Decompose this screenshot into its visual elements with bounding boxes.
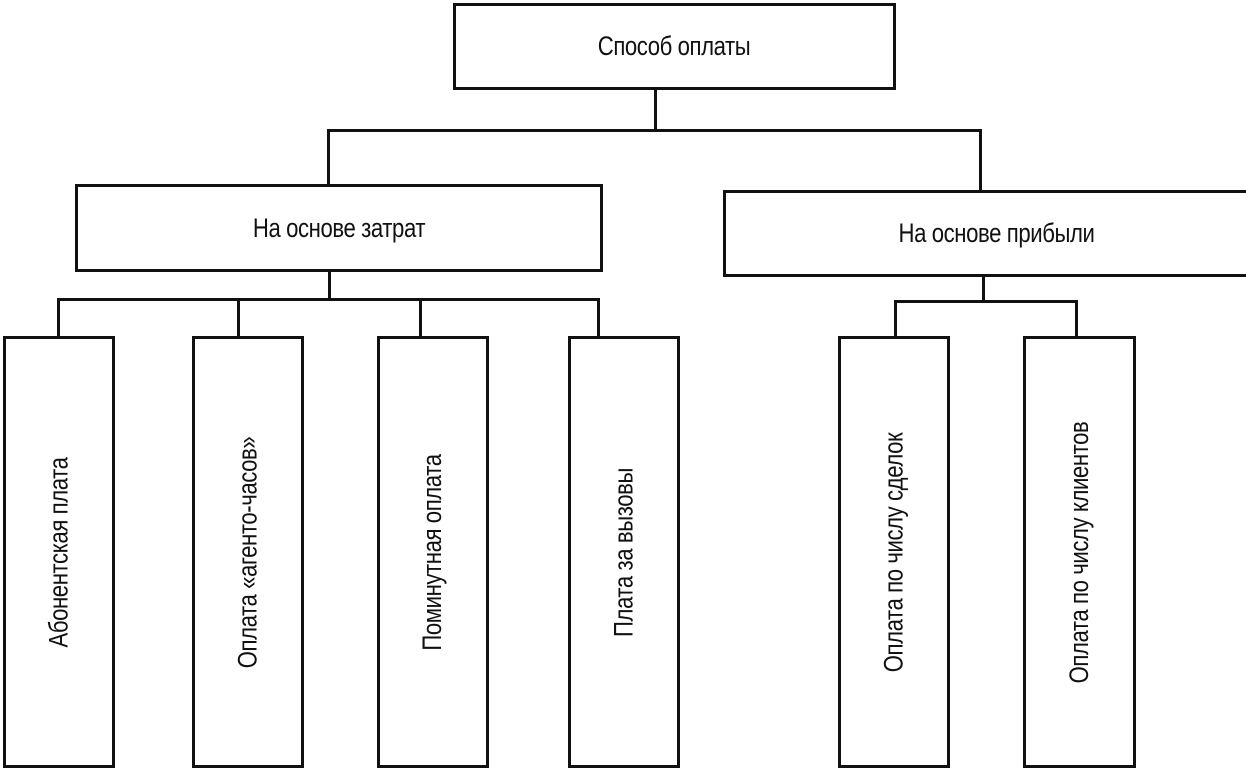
leaf-node-agent-hours: Оплата «агенто-часов» — [192, 336, 304, 768]
connector-to-per-client — [1075, 300, 1078, 338]
leaf-node-per-client: Оплата по числу клиентов — [1023, 336, 1136, 768]
leaf-node-per-deal: Оплата по числу сделок — [838, 336, 950, 768]
leaf-node-subscription-fee-label: Абонентская плата — [43, 456, 74, 648]
branch-node-profit-based: На основе прибыли — [723, 190, 1246, 277]
leaf-node-per-call: Плата за вызовы — [568, 336, 680, 768]
connector-root-bar — [327, 129, 982, 132]
root-node-label: Способ оплаты — [598, 31, 751, 61]
leaf-node-per-call-label: Плата за вызовы — [608, 467, 639, 637]
leaf-node-per-minute-label: Поминутная оплата — [417, 453, 448, 651]
root-node: Способ оплаты — [453, 3, 896, 90]
branch-node-profit-based-label: На основе прибыли — [898, 218, 1095, 248]
leaf-node-per-client-label: Оплата по числу клиентов — [1064, 421, 1095, 683]
branch-node-cost-based-label: На основе затрат — [252, 212, 426, 243]
leaf-node-per-deal-label: Оплата по числу сделок — [878, 432, 909, 672]
connector-cost-down — [328, 269, 331, 301]
connector-to-cost-branch — [327, 129, 330, 186]
connector-root-down — [654, 87, 657, 131]
connector-profit-down — [982, 274, 985, 303]
leaf-node-subscription-fee: Абонентская плата — [3, 336, 115, 768]
connector-to-per-minute — [419, 298, 422, 338]
connector-profit-bar — [894, 300, 1078, 303]
connector-to-profit-branch — [979, 129, 982, 191]
leaf-node-per-minute: Поминутная оплата — [377, 336, 489, 768]
connector-to-per-deal — [894, 300, 897, 338]
connector-to-subscription — [57, 298, 60, 338]
leaf-node-agent-hours-label: Оплата «агенто-часов» — [232, 436, 263, 668]
branch-node-cost-based: На основе затрат — [75, 184, 603, 272]
connector-to-per-call — [597, 298, 600, 338]
connector-cost-bar — [57, 298, 600, 301]
connector-to-agent-hours — [237, 298, 240, 338]
